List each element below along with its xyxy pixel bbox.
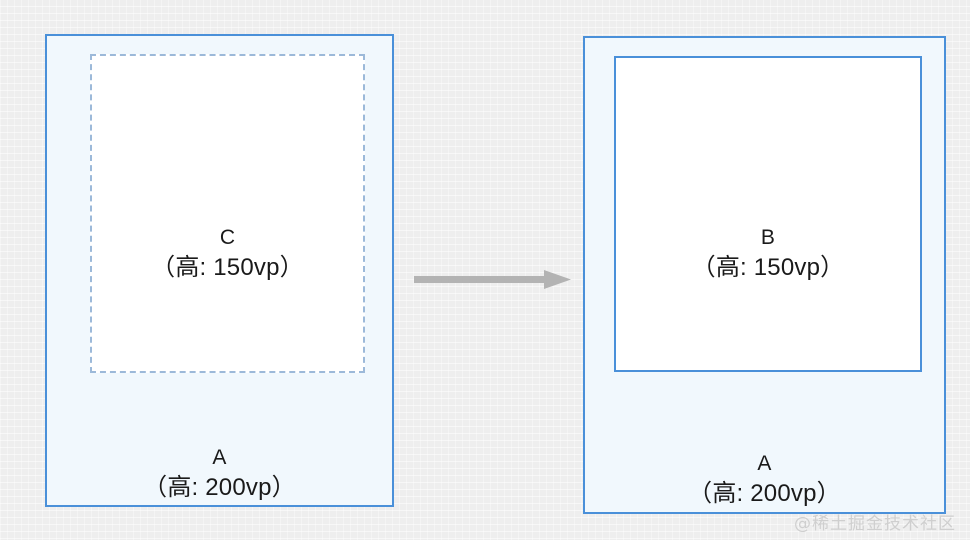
right-container-a-title: A xyxy=(757,452,772,475)
box-b-label: B （高: 150vp） xyxy=(616,224,920,283)
box-c-title: C xyxy=(219,226,236,249)
left-container-a-label: A （高: 200vp） xyxy=(47,444,392,503)
box-c-label: C （高: 150vp） xyxy=(92,224,363,283)
box-c-subtitle: （高: 150vp） xyxy=(151,253,304,281)
right-container-a-subtitle: （高: 200vp） xyxy=(688,479,841,507)
arrow-right-icon xyxy=(414,268,572,292)
left-child-box-c: C （高: 150vp） xyxy=(90,54,365,373)
watermark-text: @稀土掘金技术社区 xyxy=(794,514,956,534)
left-container-a-subtitle: （高: 200vp） xyxy=(143,473,296,501)
right-container-a-label: A （高: 200vp） xyxy=(585,450,944,509)
box-b-subtitle: （高: 150vp） xyxy=(691,253,845,281)
left-container-a-title: A xyxy=(212,446,227,469)
box-b-title: B xyxy=(760,226,776,249)
left-container-a: C （高: 150vp） A （高: 200vp） xyxy=(45,34,394,507)
right-container-a: B （高: 150vp） A （高: 200vp） xyxy=(583,36,946,514)
right-child-box-b: B （高: 150vp） xyxy=(614,56,922,372)
